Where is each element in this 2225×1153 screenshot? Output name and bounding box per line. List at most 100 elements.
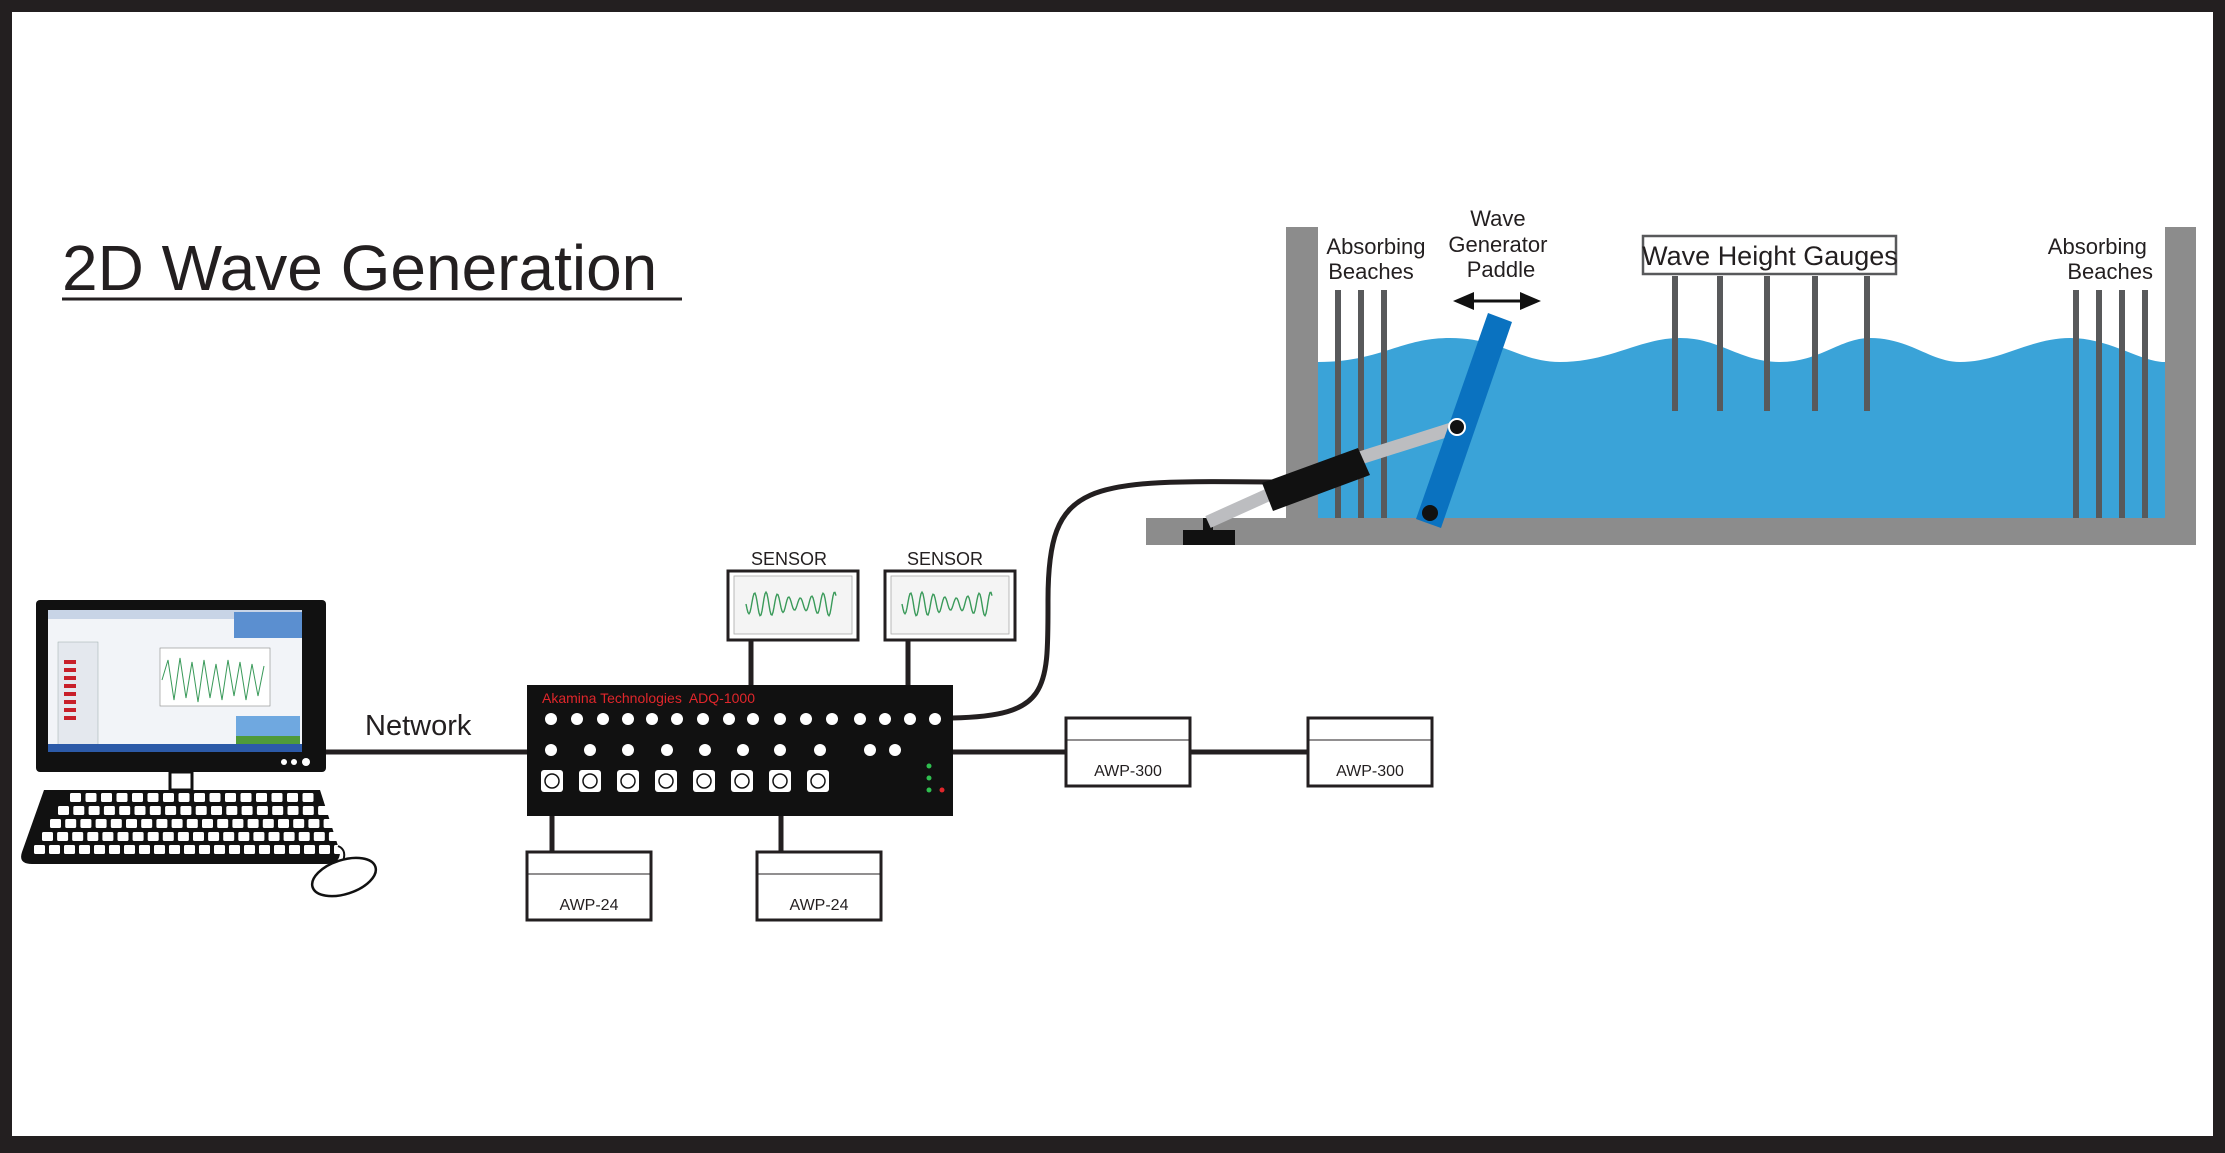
paddle-label-line-1: Wave: [1470, 206, 1525, 231]
controller-led-row-1: [545, 713, 941, 725]
paddle-bottom-pivot: [1422, 505, 1438, 521]
screen-taskbar: [48, 744, 302, 752]
awp-24-unit-2: AWP-24: [755, 850, 883, 922]
canvas-background: [12, 12, 2213, 1136]
keyboard-key: [180, 806, 192, 815]
keyboard-key: [211, 806, 222, 815]
controller-connector-ring: [696, 773, 712, 789]
controller-connector: [693, 770, 715, 792]
keyboard-key: [253, 832, 265, 841]
paddle-label: Wave Generator Paddle: [1448, 206, 1553, 282]
sensor-2-plot-trace: [901, 590, 993, 618]
keyboard-key: [139, 845, 150, 854]
sensor-1-label: SENSOR: [751, 549, 827, 569]
keyboard-key: [208, 832, 220, 841]
keyboard-key: [165, 806, 177, 815]
keyboard-key: [149, 806, 161, 815]
keyboard-key: [293, 819, 305, 828]
keyboard-key: [318, 806, 330, 815]
keyboard-key: [328, 832, 340, 841]
awp-24-2-box: [755, 850, 883, 922]
keyboard-key: [272, 806, 284, 815]
tank-right-wall: [2165, 227, 2196, 518]
paddle-label-line-3: Paddle: [1467, 257, 1536, 282]
keyboard-key: [134, 806, 146, 815]
screen-plot-area: [159, 647, 271, 707]
sensor-2-label: SENSOR: [907, 549, 983, 569]
keyboard-key: [308, 819, 320, 828]
keyboard-key: [271, 793, 283, 802]
keyboard-key: [232, 819, 244, 828]
keyboard-icon: [21, 790, 345, 864]
controller-led: [597, 713, 609, 725]
actuator-piston-rod: [1358, 420, 1460, 465]
controller-connectors: [541, 770, 829, 792]
controller-led: [747, 713, 759, 725]
keyboard-key: [73, 806, 85, 815]
keyboard-key: [50, 819, 61, 828]
absorbing-beaches-left-label: Absorbing Beaches: [1326, 234, 1431, 284]
keyboard-key: [162, 832, 174, 841]
awp-300-1-box: [1064, 716, 1192, 788]
keyboard-key: [177, 832, 189, 841]
gauges-label-box: [1641, 234, 1898, 276]
absorbing-beaches-right-line-1: Absorbing: [2048, 234, 2147, 259]
keyboard-key: [132, 793, 143, 802]
controller-led: [699, 744, 711, 756]
screen-plot-trace: [161, 657, 265, 703]
absorbing-beach-left: [1335, 290, 1387, 518]
keyboard-key: [226, 806, 238, 815]
keyboard-key: [141, 819, 153, 828]
controller-led: [774, 713, 786, 725]
controller-led: [904, 713, 916, 725]
keyboard-keys: [34, 793, 345, 854]
awp-24-2-label: AWP-24: [790, 897, 849, 914]
keyboard-key: [319, 845, 330, 854]
keyboard-key: [240, 793, 252, 802]
controller-led: [661, 744, 673, 756]
controller-connector: [769, 770, 791, 792]
cable-to-actuator: [951, 479, 1276, 721]
mouse-body: [310, 856, 378, 898]
controller-connector: [579, 770, 601, 792]
controller-connector: [617, 770, 639, 792]
keyboard-key: [117, 832, 129, 841]
keyboard-key: [80, 819, 92, 828]
controller-led: [929, 713, 941, 725]
keyboard-key: [194, 793, 205, 802]
controller-connector: [731, 770, 753, 792]
actuator-cylinder: [1262, 448, 1370, 511]
screen-header-bar: [48, 610, 302, 619]
controller-led: [864, 744, 876, 756]
keyboard-key: [229, 845, 240, 854]
status-led-green-2: [926, 775, 932, 781]
controller-led: [646, 713, 658, 725]
controller-connector-ring: [810, 773, 826, 789]
keyboard-key: [199, 845, 210, 854]
controller-connector: [541, 770, 563, 792]
keyboard-key: [42, 832, 53, 841]
sensor-2: SENSOR: [883, 549, 1017, 642]
controller-led: [854, 713, 866, 725]
adq-1000-controller: Akamina Technologies ADQ-1000: [527, 685, 953, 816]
keyboard-key: [169, 845, 180, 854]
controller-led: [889, 744, 901, 756]
keyboard-key: [287, 793, 298, 802]
keyboard-key: [49, 845, 60, 854]
awp-300-2-label: AWP-300: [1336, 763, 1404, 780]
keyboard-key: [119, 806, 131, 815]
keyboard-key: [102, 832, 114, 841]
keyboard-key: [287, 806, 299, 815]
paddle-label-line-2: Generator: [1448, 232, 1547, 257]
keyboard-key: [223, 832, 235, 841]
keyboard-key: [132, 832, 144, 841]
keyboard-key: [244, 845, 255, 854]
keyboard-key: [202, 819, 213, 828]
keyboard-key: [171, 819, 183, 828]
keyboard-key: [156, 819, 168, 828]
awp-24-1-label: AWP-24: [560, 897, 619, 914]
paddle-motion-arrow: [1453, 292, 1541, 310]
gauges-label: Wave Height Gauges: [1642, 241, 1898, 271]
status-led-green-1: [926, 763, 932, 769]
keyboard-key: [268, 832, 280, 841]
